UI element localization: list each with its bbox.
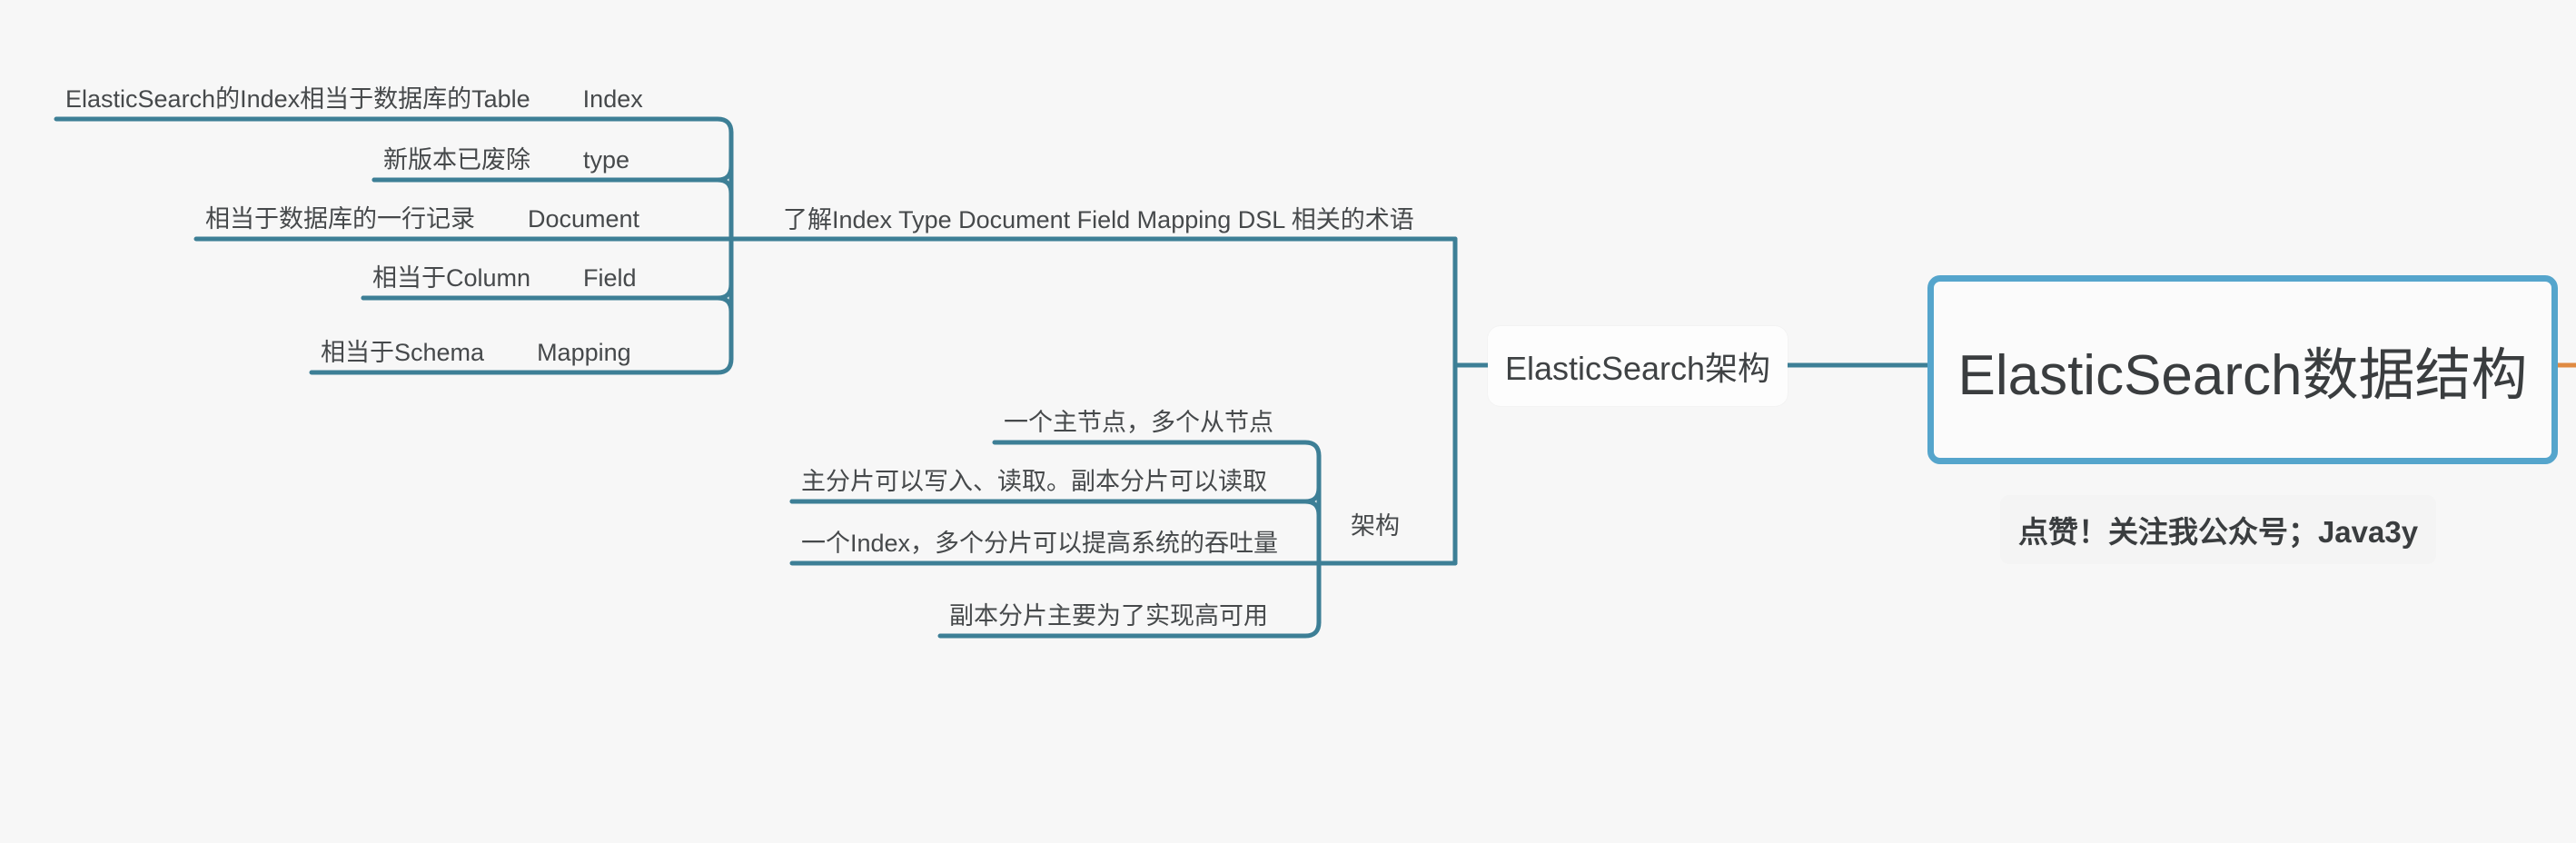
leaf-shard-read-write[interactable]: 主分片可以写入、读取。副本分片可以读取 — [801, 466, 1267, 497]
leaf-note: 相当于数据库的一行记录 — [205, 205, 475, 233]
leaf-term: Mapping — [537, 339, 631, 366]
leaf-term: Field — [583, 264, 637, 292]
branch-label-terminology[interactable]: 了解Index Type Document Field Mapping DSL … — [783, 206, 1414, 233]
leaf-note: ElasticSearch的Index相当于数据库的Table — [65, 85, 530, 113]
leaf-note: 相当于Column — [372, 264, 531, 292]
leaf-mapping[interactable]: 相当于Schema Mapping — [321, 337, 631, 368]
leaf-note: 相当于Schema — [321, 339, 485, 366]
node-elasticsearch-architecture[interactable]: ElasticSearch架构 — [1488, 326, 1788, 406]
node-root-elasticsearch-data-structure[interactable]: ElasticSearch数据结构 — [1927, 275, 2558, 464]
leaf-master-slave-nodes[interactable]: 一个主节点，多个从节点 — [1004, 407, 1273, 438]
leaf-term: 主分片可以写入、读取。副本分片可以读取 — [801, 468, 1267, 495]
leaf-index[interactable]: ElasticSearch的Index相当于数据库的Table Index — [65, 84, 643, 114]
leaf-document[interactable]: 相当于数据库的一行记录 Document — [205, 203, 639, 234]
leaf-replica-ha[interactable]: 副本分片主要为了实现高可用 — [949, 600, 1268, 631]
leaf-term: type — [583, 146, 630, 174]
leaf-term: Index — [582, 85, 643, 113]
leaf-term: 一个Index，多个分片可以提高系统的吞吐量 — [801, 530, 1279, 557]
promo-follow-public-account: 点赞！关注我公众号；Java3y — [2000, 495, 2436, 564]
leaf-field[interactable]: 相当于Column Field — [372, 263, 637, 293]
branch-label-architecture[interactable]: 架构 — [1351, 512, 1400, 540]
leaf-type[interactable]: 新版本已废除 type — [383, 144, 629, 175]
leaf-shard-throughput[interactable]: 一个Index，多个分片可以提高系统的吞吐量 — [801, 528, 1278, 559]
leaf-note: 新版本已废除 — [383, 146, 530, 174]
leaf-term: Document — [528, 205, 640, 233]
leaf-term: 一个主节点，多个从节点 — [1004, 409, 1273, 436]
leaf-term: 副本分片主要为了实现高可用 — [949, 602, 1268, 630]
